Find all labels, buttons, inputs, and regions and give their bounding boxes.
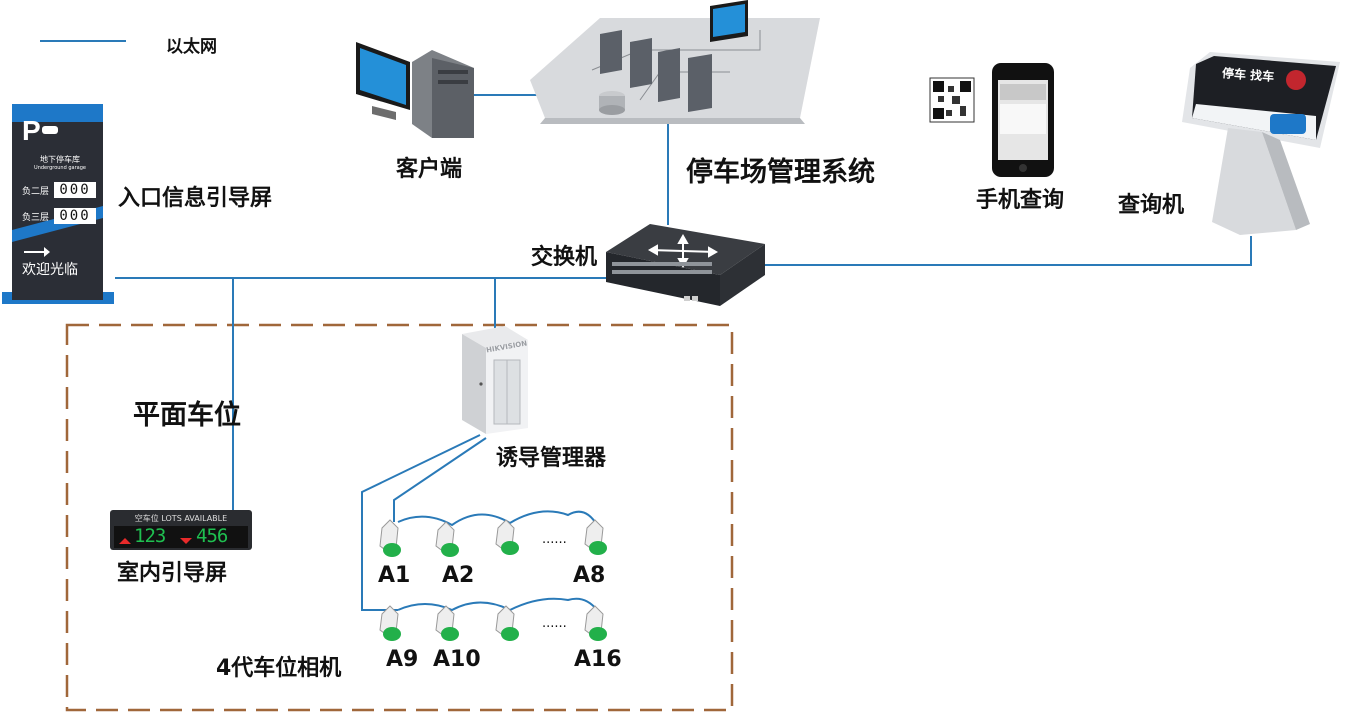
sign-subtitle-text: Underground garage (34, 165, 86, 171)
server-cluster (530, 0, 820, 124)
kiosk-label: 查询机 (1118, 193, 1185, 218)
camera-label-a9: A9 (386, 647, 419, 672)
system-label: 停车场管理系统 (686, 157, 875, 188)
kiosk-screen-text: 停车 找车 (1221, 66, 1275, 84)
camera-label-a10: A10 (433, 647, 481, 672)
switch-label: 交换机 (531, 245, 598, 270)
guidance-controller (462, 326, 528, 434)
floor2-label: 负三层 (22, 213, 50, 223)
camera-label-a1: A1 (378, 563, 411, 588)
svg-text:P: P (22, 115, 41, 146)
camera-label-a16: A16 (574, 647, 622, 672)
client-label: 客户端 (396, 157, 463, 182)
phone-label: 手机查询 (976, 188, 1065, 213)
entry-sign: P (2, 104, 114, 304)
camera-ellipsis-row2: ...... (542, 616, 567, 631)
floor1-value: 000 (59, 182, 91, 198)
query-kiosk (1182, 52, 1340, 235)
floor1-label: 负二层 (22, 187, 50, 197)
floor2-value: 000 (59, 208, 91, 224)
legend-label: 以太网 (166, 37, 217, 57)
cameras-label: 4代车位相机 (216, 656, 342, 681)
entry-screen-label: 入口信息引导屏 (118, 186, 273, 211)
camera-ellipsis-row1: ...... (542, 532, 567, 547)
phone-device (992, 63, 1054, 177)
qr-code (929, 77, 975, 123)
entry-sign-title: 地下停车库 Underground garage (26, 155, 94, 173)
indoor-screen-value2: 456 (196, 525, 228, 547)
zone-label: 平面车位 (133, 400, 241, 431)
zone-border (65, 323, 734, 712)
indoor-guidance-screen (110, 510, 252, 550)
welcome-text: 欢迎光临 (22, 262, 78, 278)
ethernet-lines (115, 94, 1252, 612)
sign-title-text: 地下停车库 (40, 155, 80, 164)
indoor-screen-label: 室内引导屏 (117, 561, 228, 586)
camera-label-a8: A8 (573, 563, 606, 588)
network-switch (606, 224, 765, 306)
indoor-screen-header: 空车位 LOTS AVAILABLE (134, 514, 228, 523)
controller-label: 诱导管理器 (496, 446, 607, 471)
parking-cameras (379, 519, 607, 641)
client-pc (356, 42, 474, 138)
indoor-screen-value1: 123 (134, 525, 166, 547)
camera-label-a2: A2 (442, 563, 475, 588)
